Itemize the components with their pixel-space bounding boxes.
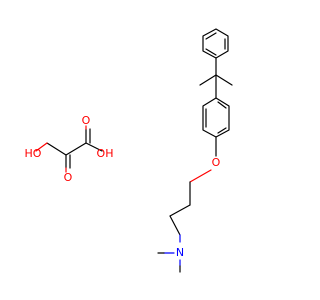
phenoxy-oxygen-label: O xyxy=(212,156,221,169)
quaternary-carbon-bonds xyxy=(199,57,233,99)
oxalic-acid-skeleton xyxy=(35,125,103,173)
oxalic-carbonyl-oxygen-left-label: O xyxy=(64,171,73,184)
dimethylamine-methyls xyxy=(157,252,181,273)
para-substituted-benzene-ring xyxy=(202,97,230,138)
chemical-structure-drawing: O N O O HO OH xyxy=(25,28,233,273)
oxalic-hydroxyl-right-label: OH xyxy=(97,147,114,160)
oxalic-hydroxyl-left-label: HO xyxy=(25,147,42,160)
oxalic-carbonyl-oxygen-right-label: O xyxy=(82,114,91,127)
ether-bridge xyxy=(189,136,217,183)
dimethylamino-nitrogen-label: N xyxy=(176,246,184,259)
butyl-chain xyxy=(169,181,191,243)
molecule-canvas: O N O O HO OH xyxy=(24,28,233,273)
top-phenyl-ring xyxy=(202,28,229,59)
